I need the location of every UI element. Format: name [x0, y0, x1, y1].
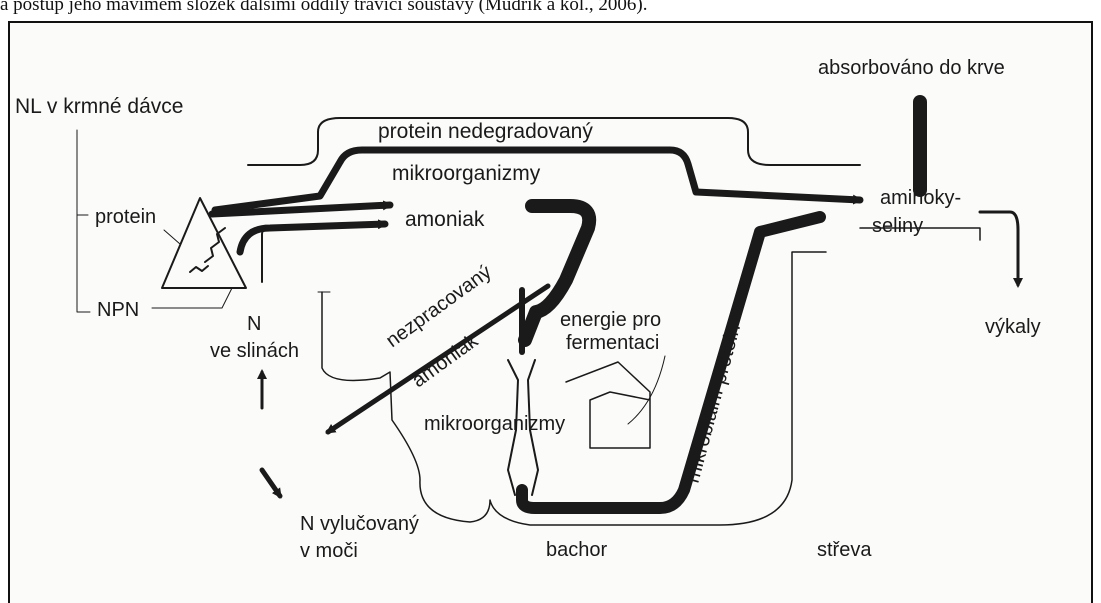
urine-arrow: [262, 470, 280, 496]
undegraded-protein-label: protein nedegradovaný: [378, 120, 593, 143]
energy-pointer: [628, 356, 665, 424]
to-feces-arrow: [980, 212, 1018, 285]
unprocessed-ammonia-label: amoniak: [408, 329, 483, 392]
protein-pointer: [164, 230, 180, 244]
intestines-label: střeva: [817, 539, 872, 561]
microorganisms-top-label: mikroorganizmy: [392, 162, 541, 185]
saliva-label: ve slinách: [210, 340, 299, 362]
energy-label-2: fermentaci: [566, 332, 659, 354]
feed-protein-title: NL v krmné dávce: [15, 95, 183, 118]
urine-label: v moči: [300, 540, 358, 562]
saliva-n-label: N: [247, 313, 261, 335]
feed-squiggle-2: [190, 266, 208, 272]
feed-bracket-line: [77, 130, 90, 312]
rumen-label: bachor: [546, 539, 607, 561]
energy-box: [566, 362, 650, 448]
npn-pointer: [152, 288, 232, 308]
microbial-protein-label: mikrobiální protein: [682, 322, 746, 486]
unprocessed-label: nezpracovaný: [382, 261, 496, 352]
urine-n-label: N vylučovaný: [300, 513, 419, 535]
saliva-line: [262, 226, 285, 282]
absorbed-label: absorbováno do krve: [818, 57, 1005, 79]
feces-label: výkaly: [985, 316, 1041, 338]
amino-acids-label-1: aminoky-: [880, 187, 961, 209]
microorganisms-mid-label: mikroorganizmy: [424, 413, 565, 435]
energy-label-1: energie pro: [560, 309, 661, 331]
amino-acids-label-2: seliny: [872, 215, 923, 237]
ammonia-label: amoniak: [405, 208, 485, 231]
feed-squiggle: [205, 228, 225, 262]
protein-label: protein: [95, 206, 156, 228]
npn-label: NPN: [97, 299, 139, 321]
